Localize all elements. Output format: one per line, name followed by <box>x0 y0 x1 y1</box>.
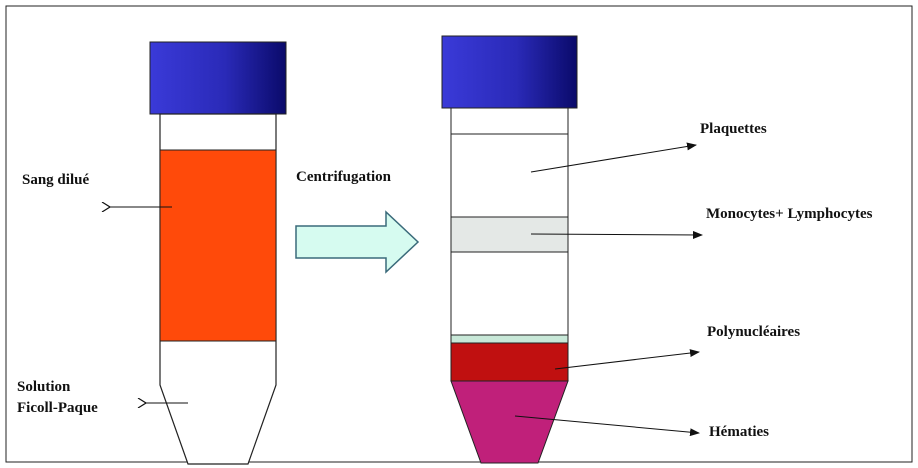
label-hematies: Hématies <box>709 424 769 440</box>
label-plaquettes: Plaquettes <box>700 121 767 137</box>
arrow-polynucleaires <box>554 349 700 370</box>
diluted-blood-layer <box>159 149 277 342</box>
tube-before <box>149 41 287 465</box>
arrow-monocytes <box>530 230 703 239</box>
arrow-hematies <box>514 415 700 437</box>
plasma-platelet-layer <box>450 133 569 218</box>
label-ficoll-paque: Ficoll-Paque <box>17 400 98 416</box>
erythrocyte-layer <box>450 380 569 464</box>
arrow-plaquettes <box>530 142 697 173</box>
tube-neck-right <box>450 107 569 135</box>
label-sang-dilue: Sang dilué <box>22 172 89 188</box>
tube-cap-left <box>149 41 287 115</box>
label-centrifugation: Centrifugation <box>296 169 392 185</box>
tube-after <box>441 35 578 464</box>
label-polynucleaires: Polynucléaires <box>707 324 800 340</box>
ficoll-layer <box>450 251 569 336</box>
thin-interface-band <box>450 334 569 344</box>
tube-cap-right <box>441 35 578 109</box>
label-monocytes-lymphocytes: Monocytes+ Lymphocytes <box>706 206 873 222</box>
centrifugation-arrow <box>295 210 420 274</box>
polynuclear-layer <box>450 342 569 382</box>
label-solution: Solution <box>17 379 71 395</box>
